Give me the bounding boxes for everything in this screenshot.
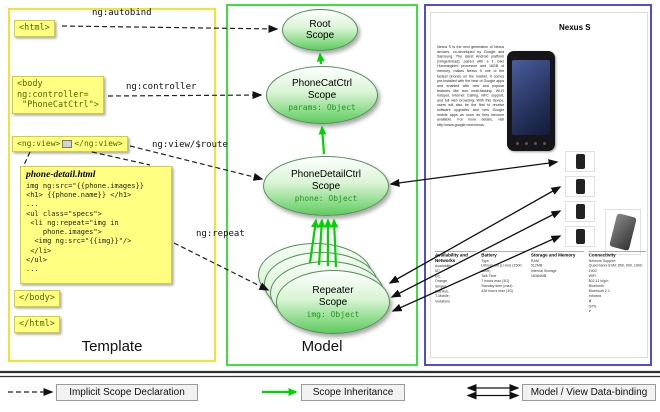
spec-column-availability: Availability and Networks Availability M… <box>435 251 477 314</box>
spec-header: Storage and Memory <box>530 251 584 258</box>
annotation-ng-autobind: ng:autobind <box>92 8 152 18</box>
legend-implicit-scope-label: Implicit Scope Declaration <box>56 384 198 401</box>
root-scope-name: Root Scope <box>305 18 335 41</box>
html-close-tag-note: </html> <box>14 316 60 333</box>
phone-buttons <box>516 142 546 145</box>
root-scope-ellipse: Root Scope <box>282 9 358 51</box>
annotation-ng-repeat: ng:repeat <box>196 229 245 239</box>
spec-body: Network Support Quad-band GSM: 850, 900,… <box>588 259 643 314</box>
phone-description: Nexus S is the next generation of Nexus … <box>437 45 505 127</box>
spec-body: RAM 512MB Internal Storage 16384MB <box>530 259 557 279</box>
repeater-scope-name: Repeater Scope <box>312 285 354 308</box>
phone-detail-filename: phone-detail.html <box>26 170 96 180</box>
phone-detail-template-note: phone-detail.html img ng:src="{{phone.im… <box>20 166 172 284</box>
annotation-ng-view-route: ng:view/$route <box>152 140 228 150</box>
phone-specs: Availability and Networks Availability M… <box>435 251 647 314</box>
phonecatctrl-scope-ellipse: PhoneCatCtrl Scope params: Object <box>266 66 378 124</box>
legend-scope-inheritance-label: Scope Inheritance <box>301 384 405 401</box>
phone-thumbnail-shape <box>575 229 585 244</box>
phonedetailctrl-scope-prop: phone: Object <box>294 193 358 203</box>
spec-column-connectivity: Connectivity Network Support Quad-band G… <box>588 251 647 314</box>
template-label: Template <box>81 338 143 355</box>
phone-thumbnail <box>565 201 595 222</box>
phone-main-image <box>507 51 555 151</box>
spec-header: Connectivity <box>588 251 647 258</box>
phone-thumbnail <box>565 176 595 197</box>
spec-body: Type Lithium Ion (Li-Ion) (1500 mAH) Tal… <box>481 259 522 294</box>
phone-side-image <box>605 209 641 255</box>
phonedetailctrl-scope-ellipse: PhoneDetailCtrl Scope phone: Object <box>263 156 389 216</box>
spec-header: Availability and Networks <box>435 251 477 263</box>
annotation-ng-controller: ng:controller <box>126 82 197 92</box>
phonedetailctrl-scope-name: PhoneDetailCtrl Scope <box>290 169 362 192</box>
ngview-close-tag: </ng:view> <box>74 139 123 148</box>
phone-thumbnail-shape <box>575 179 585 194</box>
phonecatctrl-scope-prop: params: Object <box>288 102 356 112</box>
phonecatctrl-scope-name: PhoneCatCtrl Scope <box>291 78 353 101</box>
view-placeholder-icon <box>62 140 73 148</box>
ngview-tag-note: <ng:view> </ng:view> <box>12 136 128 152</box>
phone-thumbnail <box>565 226 595 247</box>
spec-column-storage: Storage and Memory RAM 512MB Internal St… <box>530 251 584 314</box>
phone-thumbnail-shape <box>575 154 585 169</box>
legend-data-binding-label: Model / View Data-binding <box>522 384 656 401</box>
spec-body: Availability M7, GC, Orange, Singtel, St… <box>435 264 452 304</box>
body-close-tag-note: </body> <box>14 290 60 307</box>
repeater-scope-prop: img: Object <box>306 309 360 319</box>
repeater-scope-ellipse: Repeater Scope img: Object <box>276 270 390 334</box>
spec-column-battery: Battery Type Lithium Ion (Li-Ion) (1500 … <box>481 251 527 314</box>
html-open-tag-note: <html> <box>14 20 55 37</box>
ngview-open-tag: <ng:view> <box>17 139 61 148</box>
view-page: Nexus S Nexus S is the next generation o… <box>430 12 648 358</box>
phone-side-shape <box>609 213 637 251</box>
spec-header: Battery <box>481 251 527 258</box>
phone-thumbnail <box>565 151 595 172</box>
phone-page-title: Nexus S <box>559 23 591 32</box>
body-open-tag-note: <body ng:controller= "PhoneCatCtrl"> <box>12 76 104 114</box>
phone-detail-code: img ng:src="{{phone.images}} <h1> {{phon… <box>26 182 145 274</box>
phone-thumbnail-shape <box>575 204 585 219</box>
model-label: Model <box>301 338 343 355</box>
phone-screen <box>512 60 550 135</box>
